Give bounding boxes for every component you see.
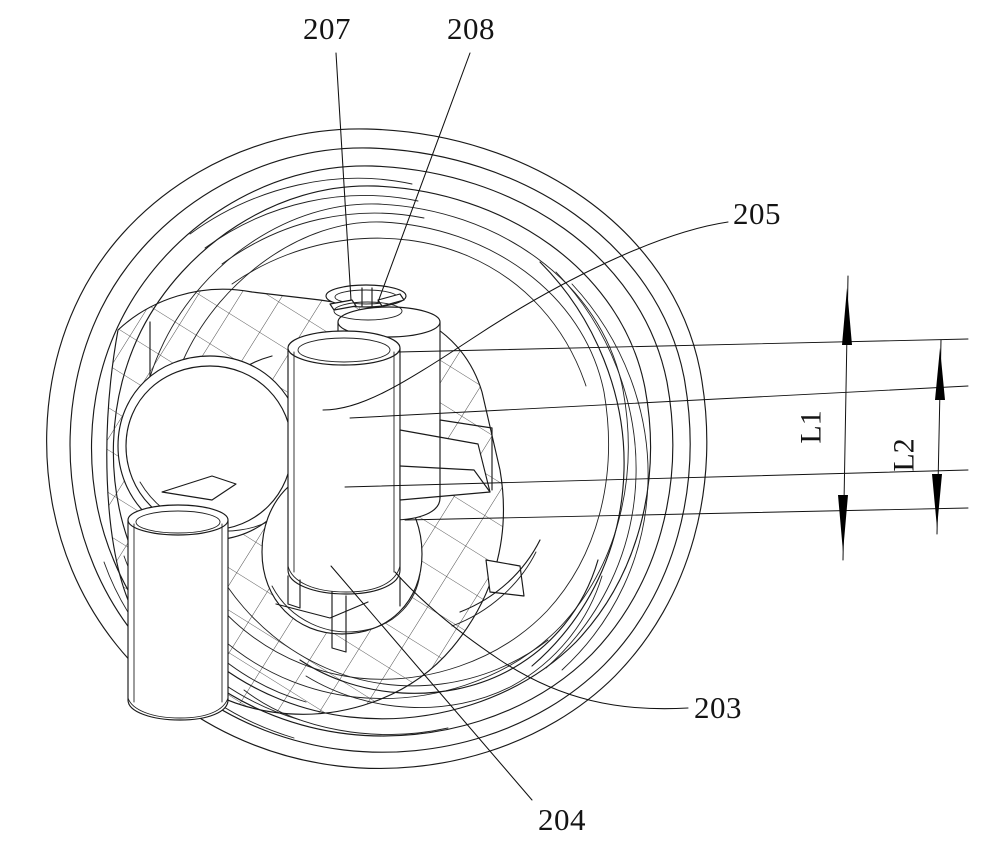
leader-207 <box>335 52 352 301</box>
reference-label-208: 208 <box>447 11 495 46</box>
inner-wall-right <box>531 261 649 671</box>
dimension-L2 <box>932 339 945 535</box>
dimension-label-L2: L2 <box>887 438 921 472</box>
leader-205 <box>322 221 729 411</box>
dimension-label-L1: L1 <box>794 410 828 444</box>
leader-208 <box>377 52 471 303</box>
leader-204 <box>330 565 533 801</box>
bottom-inner-ledge <box>243 539 603 735</box>
left-piston-cylinder <box>127 504 229 721</box>
dimension-L1 <box>838 275 852 561</box>
top-disc-pin-detail <box>325 284 407 321</box>
reference-label-204: 204 <box>538 802 586 837</box>
leader-lines <box>322 52 729 801</box>
reference-label-205: 205 <box>733 196 781 231</box>
interior-rib-wedge <box>399 419 525 597</box>
leader-203 <box>394 571 689 710</box>
dimension-extension-lines <box>344 338 969 521</box>
reference-label-207: 207 <box>303 11 351 46</box>
reference-label-203: 203 <box>694 690 742 725</box>
